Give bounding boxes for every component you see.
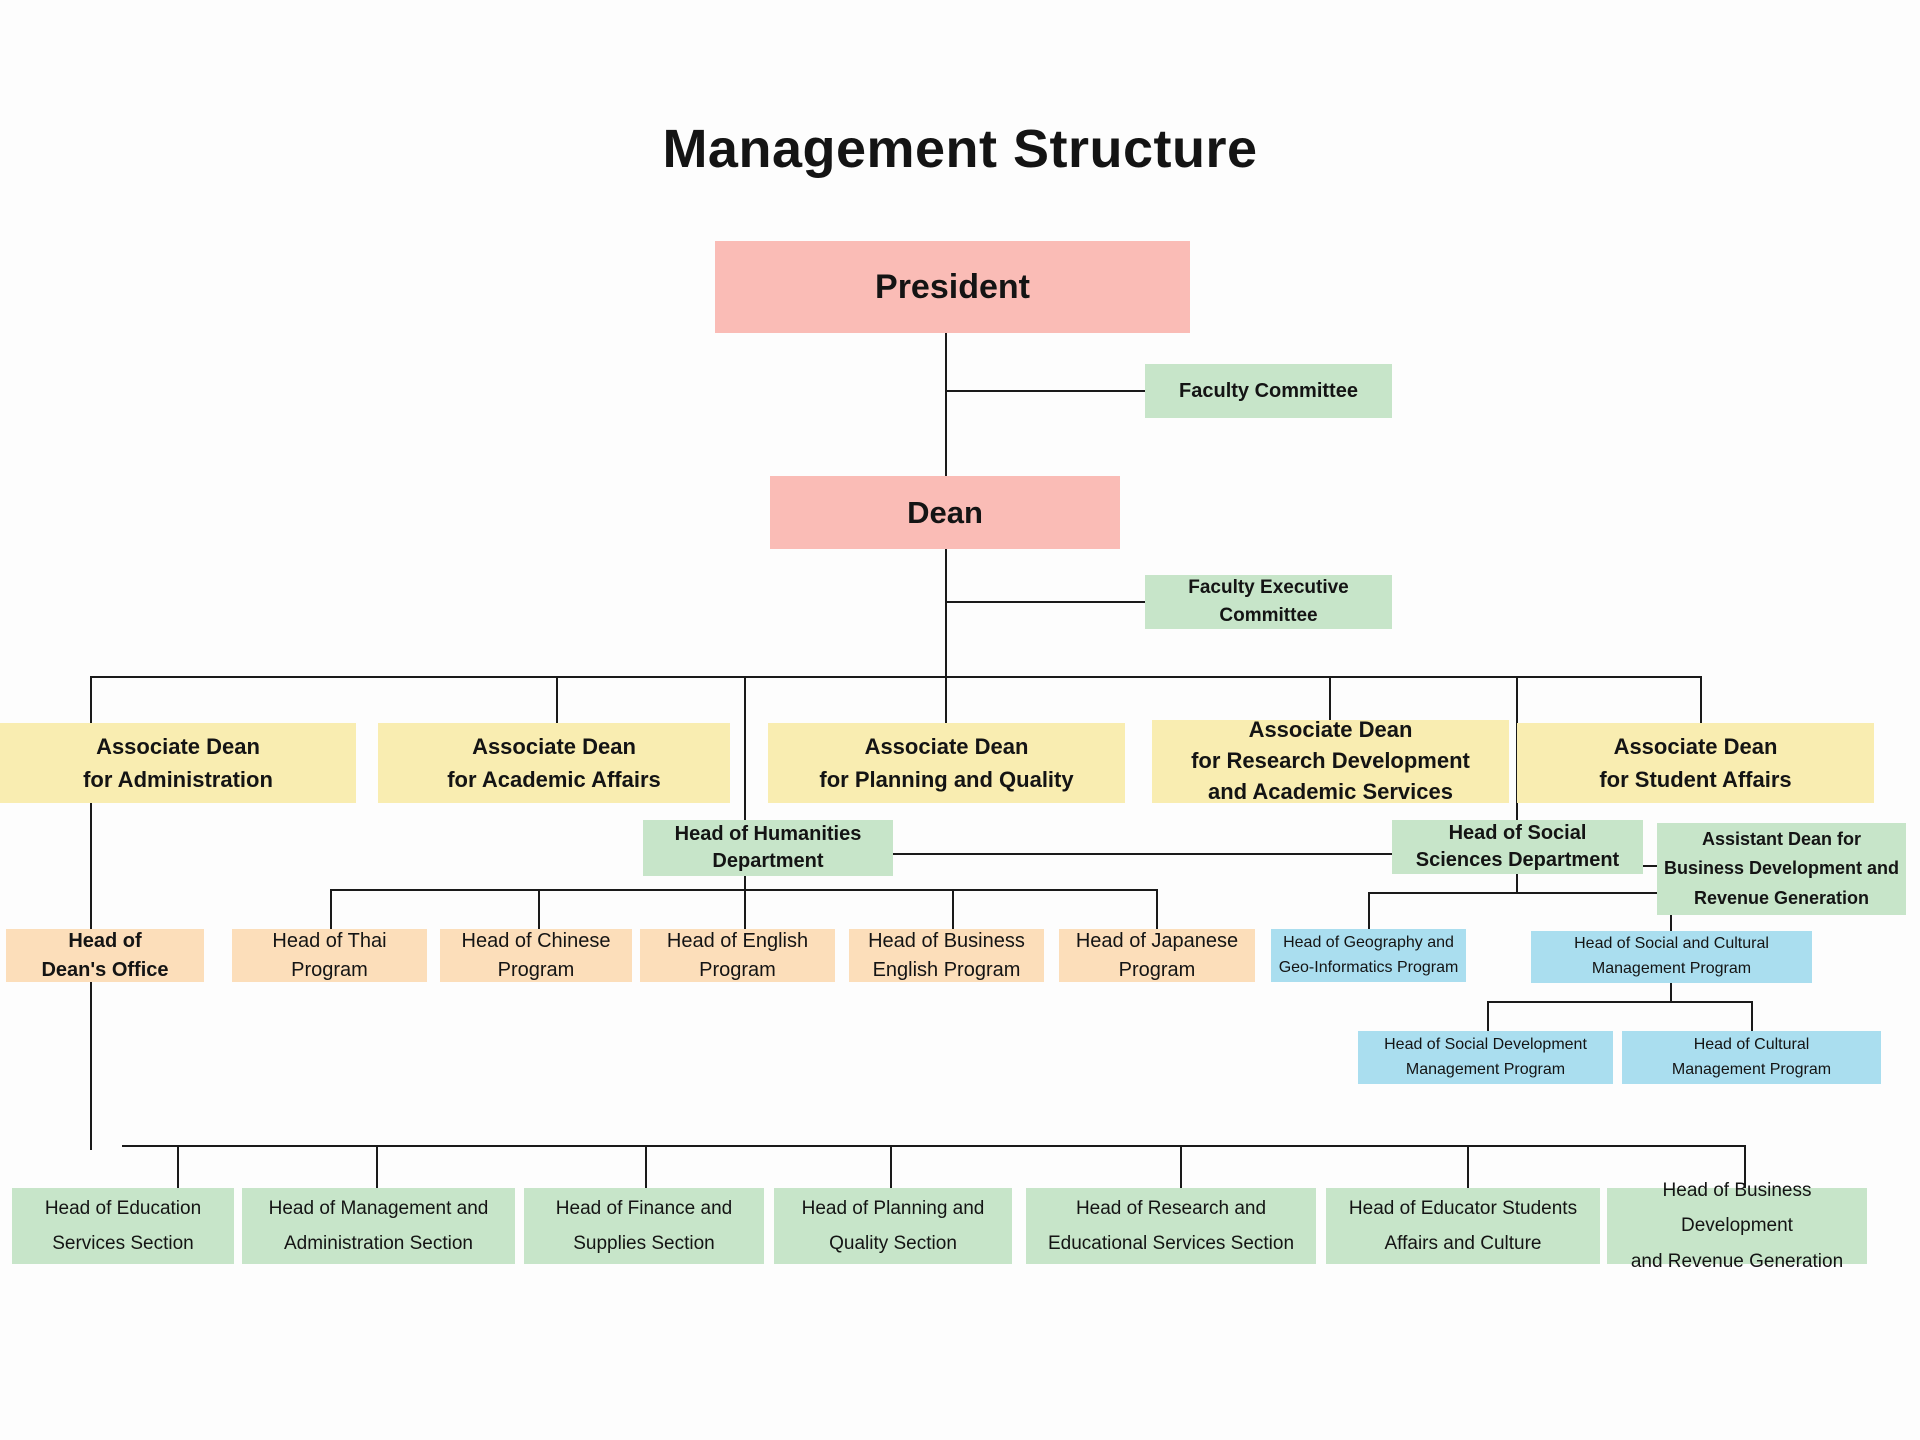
connector <box>330 889 1158 891</box>
connector <box>1368 893 1370 929</box>
node-head-education-services-section: Head of Education Services Section <box>12 1188 234 1264</box>
connector <box>1487 1002 1489 1031</box>
connector <box>1180 1146 1182 1188</box>
node-associate-dean-student-affairs: Associate Dean for Student Affairs <box>1517 723 1874 803</box>
connector <box>90 982 92 1150</box>
connector <box>1467 1146 1469 1188</box>
connector <box>1700 677 1702 723</box>
connector <box>1643 865 1657 867</box>
node-head-planning-quality-section: Head of Planning and Quality Section <box>774 1188 1012 1264</box>
node-head-english-program: Head of English Program <box>640 929 835 982</box>
connector <box>177 1146 179 1188</box>
node-head-humanities-department: Head of Humanities Department <box>643 820 893 876</box>
connector <box>952 890 954 929</box>
node-associate-dean-administration: Associate Dean for Administration <box>0 723 356 803</box>
connector <box>90 803 92 929</box>
chart-title: Management Structure <box>662 119 1258 179</box>
connector <box>744 677 746 820</box>
node-head-business-english-program: Head of Business English Program <box>849 929 1044 982</box>
connector <box>893 853 1392 855</box>
connector <box>1516 872 1518 893</box>
connector <box>1329 677 1331 720</box>
connector <box>1670 983 1672 1002</box>
connector <box>744 876 746 929</box>
node-head-deans-office: Head of Dean's Office <box>6 929 204 982</box>
connector <box>376 1146 378 1188</box>
connector <box>945 333 947 476</box>
node-head-research-educational-services-section: Head of Research and Educational Service… <box>1026 1188 1316 1264</box>
node-president: President <box>715 241 1190 333</box>
connector <box>645 1146 647 1188</box>
node-faculty-committee: Faculty Committee <box>1145 364 1392 418</box>
node-head-educator-students-affairs-culture: Head of Educator Students Affairs and Cu… <box>1326 1188 1600 1264</box>
connector <box>1368 892 1672 894</box>
connector <box>1487 1001 1753 1003</box>
connector <box>1751 1002 1753 1031</box>
node-head-social-cultural-management-program: Head of Social and Cultural Management P… <box>1531 931 1812 983</box>
connector <box>890 1146 892 1188</box>
node-assistant-dean-business-development: Assistant Dean for Business Development … <box>1657 823 1906 915</box>
connector <box>538 890 540 929</box>
node-head-chinese-program: Head of Chinese Program <box>440 929 632 982</box>
node-head-business-development-revenue: Head of Business Development and Revenue… <box>1607 1180 1867 1272</box>
node-associate-dean-academic-affairs: Associate Dean for Academic Affairs <box>378 723 730 803</box>
node-faculty-executive-committee: Faculty Executive Committee <box>1145 575 1392 629</box>
connector <box>945 390 1145 392</box>
node-head-social-sciences-department: Head of Social Sciences Department <box>1392 820 1643 874</box>
connector <box>1744 1146 1746 1188</box>
connector <box>556 677 558 723</box>
node-head-japanese-program: Head of Japanese Program <box>1059 929 1255 982</box>
connector <box>122 1145 1746 1147</box>
node-associate-dean-planning-quality: Associate Dean for Planning and Quality <box>768 723 1125 803</box>
connector <box>90 676 1702 678</box>
node-head-finance-supplies-section: Head of Finance and Supplies Section <box>524 1188 764 1264</box>
node-head-management-administration-section: Head of Management and Administration Se… <box>242 1188 515 1264</box>
node-head-geography-geoinformatics-program: Head of Geography and Geo-Informatics Pr… <box>1271 929 1466 982</box>
node-head-thai-program: Head of Thai Program <box>232 929 427 982</box>
connector <box>330 890 332 929</box>
connector <box>1156 890 1158 929</box>
connector <box>90 677 92 723</box>
node-dean: Dean <box>770 476 1120 549</box>
connector <box>945 601 1145 603</box>
connector <box>945 549 947 723</box>
node-head-social-development-management-program: Head of Social Development Management Pr… <box>1358 1031 1613 1084</box>
node-head-cultural-management-program: Head of Cultural Management Program <box>1622 1031 1881 1084</box>
node-associate-dean-research-development: Associate Dean for Research Development … <box>1152 717 1509 804</box>
